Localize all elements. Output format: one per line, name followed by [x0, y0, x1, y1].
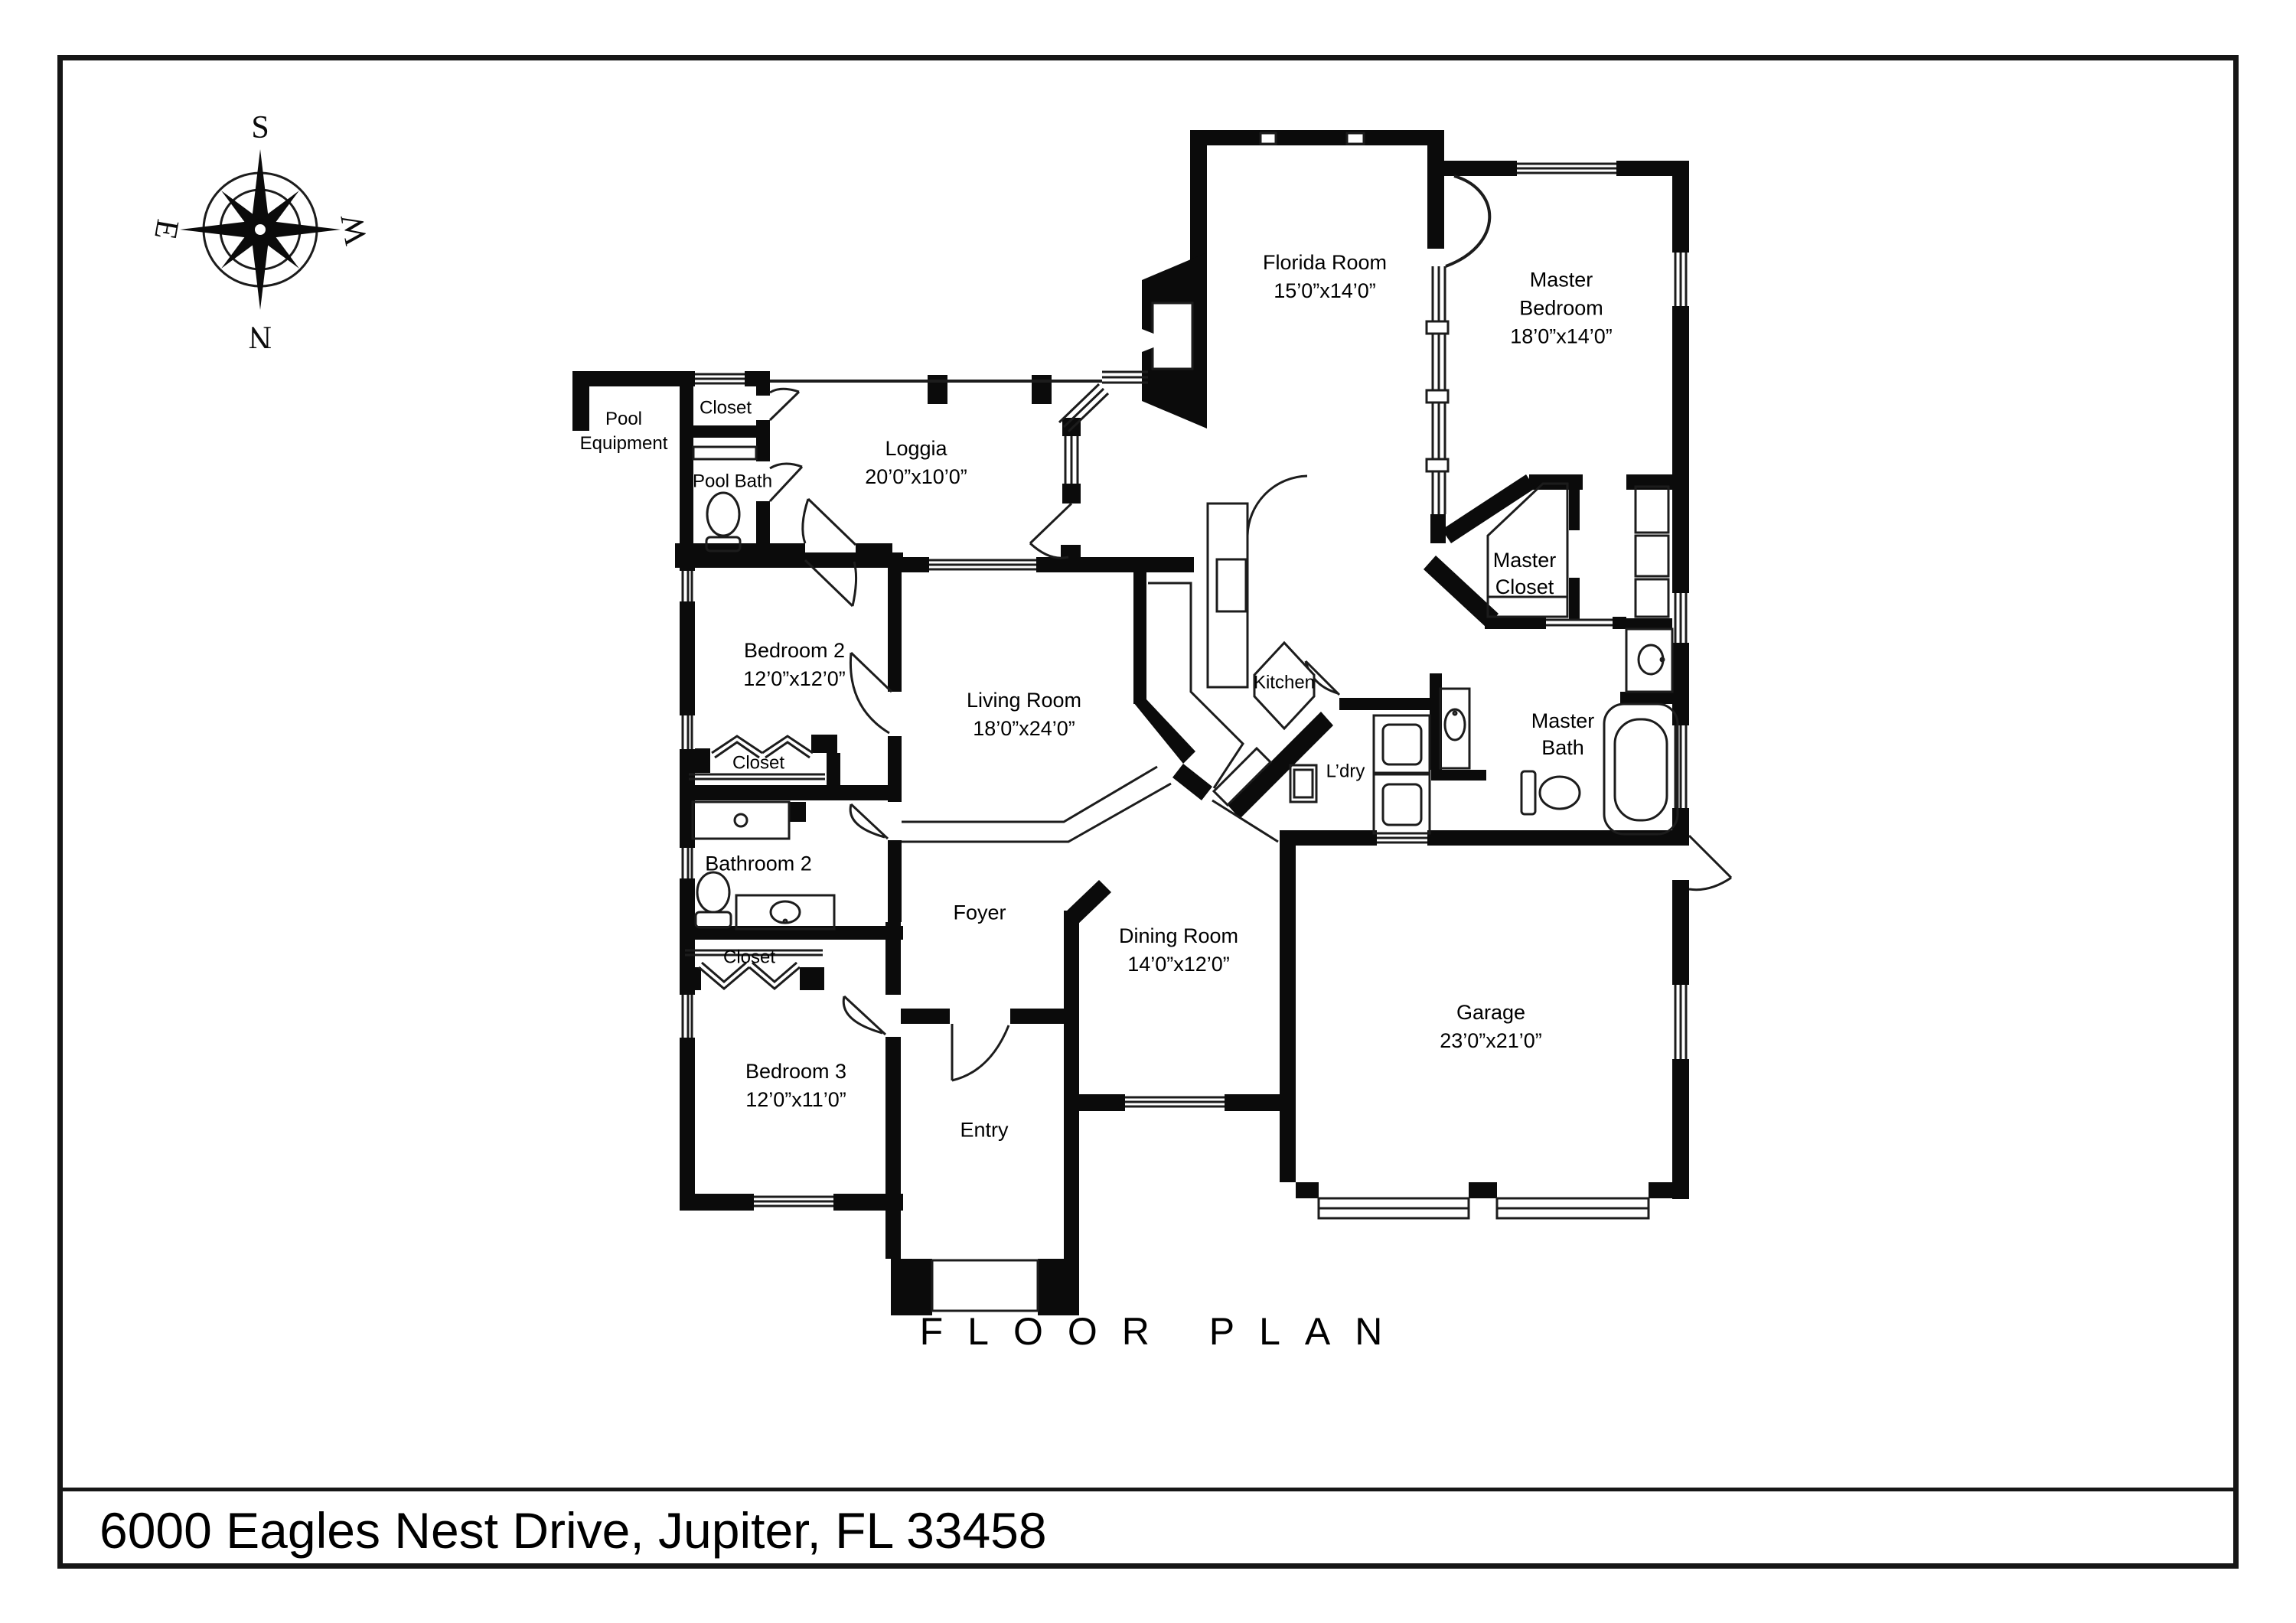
- master-vanity-west: [1439, 687, 1471, 770]
- doors: [698, 174, 1733, 1082]
- room-label-foyer: Foyer: [953, 901, 1006, 924]
- plan-title: FLOOR PLAN: [919, 1310, 1407, 1353]
- fixtures: [685, 445, 1679, 1312]
- dryer-icon: [1372, 773, 1431, 835]
- master-toilet-icon: [1520, 770, 1537, 816]
- window-mullions: [681, 162, 1688, 1207]
- washer-icon: [1372, 714, 1431, 774]
- page-border: [57, 55, 2239, 1569]
- pool-bath-counter: [692, 445, 758, 461]
- room-label-pool-bath: Pool Bath: [692, 471, 773, 492]
- room-label-master-bath: Master Bath: [1531, 709, 1595, 759]
- room-label-laundry: L’dry: [1326, 761, 1365, 782]
- room-label-master-closet: Master Closet: [1492, 549, 1557, 598]
- window-seat: [1634, 485, 1670, 534]
- address-text: 6000 Eagles Nest Drive, Jupiter, FL 3345…: [99, 1502, 1047, 1559]
- address-divider: [60, 1488, 2236, 1491]
- room-label-florida-room: Florida Room 15’0”x14’0”: [1262, 251, 1388, 302]
- room-label-pool-closet: Closet: [699, 397, 752, 419]
- room-label-master-bedroom: Master Bedroom 18’0”x14’0”: [1510, 268, 1613, 348]
- pool-bath-toilet-icon: [706, 491, 741, 537]
- kitchen-island: [1253, 640, 1316, 731]
- room-label-kitchen: Kitchen: [1253, 672, 1316, 693]
- master-closet-outline: [1486, 482, 1569, 618]
- compass-w: W: [334, 211, 374, 247]
- kitchen-counter: [1206, 502, 1249, 689]
- compass-e: E: [147, 217, 185, 242]
- room-label-entry: Entry: [960, 1118, 1009, 1142]
- compass-rose-icon: S N W E: [147, 110, 374, 354]
- compass-s: S: [251, 110, 269, 145]
- bathroom2-vanity: [691, 800, 791, 840]
- room-label-closet-lower: Closet: [722, 947, 776, 968]
- room-label-closet-mid: Closet: [732, 752, 785, 774]
- room-label-loggia: Loggia 20’0”x10’0”: [865, 437, 967, 488]
- room-label-pool-equipment: Pool Equipment: [579, 409, 668, 454]
- master-tub-icon: [1603, 702, 1679, 836]
- master-vanity-east: [1625, 627, 1674, 693]
- room-label-garage: Garage 23’0”x21’0”: [1440, 1001, 1542, 1052]
- room-label-bedroom-2: Bedroom 2 12’0”x12’0”: [743, 639, 846, 690]
- room-label-bedroom-3: Bedroom 3 12’0”x11’0”: [745, 1060, 847, 1111]
- entry-porch-step: [931, 1259, 1039, 1312]
- room-label-living-room: Living Room 18’0”x24’0”: [966, 689, 1082, 740]
- laundry-sink: [1289, 764, 1318, 803]
- room-label-bathroom-2: Bathroom 2: [705, 852, 812, 875]
- compass-n: N: [249, 319, 272, 354]
- bathroom2-counter: [735, 894, 836, 930]
- room-label-dining-room: Dining Room 14’0”x12’0”: [1118, 924, 1239, 976]
- bathroom2-toilet-icon: [696, 871, 731, 914]
